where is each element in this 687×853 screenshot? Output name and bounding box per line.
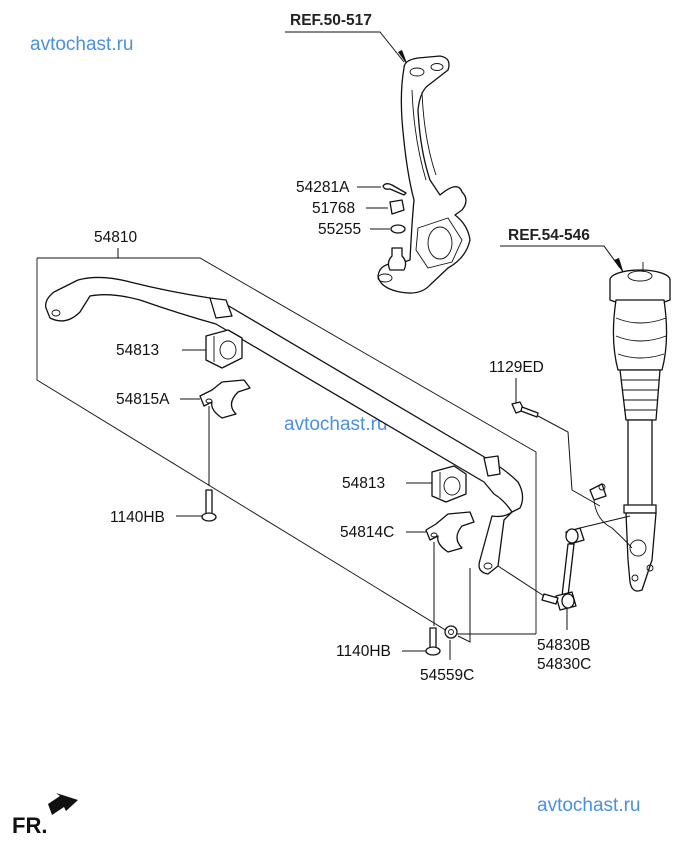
ref-knuckle-leader [285,31,405,63]
split-pin-icon [382,183,407,196]
watermark-bottom-right: avtochast.ru [537,795,641,816]
washer-label[interactable]: 55255 [318,221,361,238]
washer-callout[interactable]: 55255 [318,221,406,238]
front-direction-indicator: FR. [12,793,78,838]
bolt-left-callout[interactable]: 1140HB [110,489,217,526]
bushing-right-icon [431,465,467,503]
bracket-left-callout[interactable]: 54815A [116,379,251,486]
nut-icon [444,625,458,639]
stabilizer-bar-callout[interactable]: 54810 [94,229,137,258]
front-direction-label: FR. [12,813,47,838]
stabilizer-bar-label[interactable]: 54810 [94,229,137,246]
split-pin-callout[interactable]: 54281A [296,179,407,196]
bushing-right-callout[interactable]: 54813 [342,465,467,503]
ref-strut-label[interactable]: REF.54-546 [508,227,590,244]
stabilizer-link [497,527,585,611]
link-callout[interactable]: 54830B 54830C [537,608,591,673]
ref-knuckle-label[interactable]: REF.50-517 [290,12,372,29]
bolt-left-icon [205,489,213,515]
nut-label[interactable]: 54559C [420,667,474,684]
bushing-right-label[interactable]: 54813 [342,475,385,492]
split-pin-label[interactable]: 54281A [296,179,350,196]
castle-nut-label[interactable]: 51768 [312,200,355,217]
bolt-left-label[interactable]: 1140HB [110,509,165,526]
castle-nut-icon [389,199,405,215]
castle-nut-callout[interactable]: 51768 [312,199,405,217]
link-label-c[interactable]: 54830C [537,656,591,673]
steering-knuckle [377,55,471,294]
bolt-right-label[interactable]: 1140HB [336,643,391,660]
watermark-top-left: avtochast.ru [30,34,134,55]
sensor-bolt-label[interactable]: 1129ED [489,359,544,376]
front-arrow-icon [48,793,78,815]
ref-knuckle-arrowhead-icon [398,50,408,66]
bracket-right-icon [425,511,475,553]
bushing-left-icon [205,329,243,369]
bracket-right-callout[interactable]: 54814C [340,511,475,626]
ref-strut-arrowhead-icon [614,258,624,274]
link-label-b[interactable]: 54830B [537,637,590,654]
washer-icon [390,224,406,234]
stabilizer-bar [45,276,524,575]
bracket-left-label[interactable]: 54815A [116,391,170,408]
bolt-right-callout[interactable]: 1140HB [336,627,441,660]
ref-strut-leader [500,245,621,269]
ref-knuckle-callout[interactable]: REF.50-517 [285,12,408,66]
bracket-right-label[interactable]: 54814C [340,524,394,541]
air-strut [609,262,671,592]
nut-callout[interactable]: 54559C [420,568,474,684]
bracket-left-icon [199,379,251,419]
ref-strut-callout[interactable]: REF.54-546 [500,227,624,274]
watermark-center: avtochast.ru [284,414,388,435]
assembly-frame-bottom [36,258,536,635]
height-sensor [579,483,633,549]
sensor-bolt-callout[interactable]: 1129ED [489,359,601,507]
bushing-left-label[interactable]: 54813 [116,342,159,359]
bushing-left-callout[interactable]: 54813 [116,329,243,369]
